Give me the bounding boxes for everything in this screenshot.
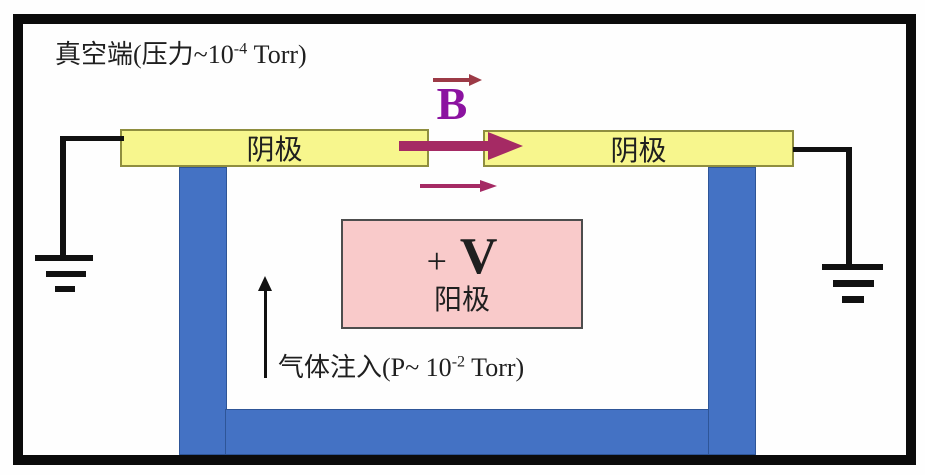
chamber-wall-right <box>708 167 756 455</box>
chamber-wall-bottom <box>225 409 709 455</box>
b-vector-hat-shaft <box>433 78 470 82</box>
gas-injection-label: 气体注入(P~ 10-2 Torr) <box>278 347 524 384</box>
vacuum-label-exponent: -4 <box>233 40 248 58</box>
anode-voltage: +V <box>426 227 498 285</box>
gas-injection-arrowhead-icon <box>258 276 272 291</box>
anode-plus-sign: + <box>426 240 447 281</box>
b-field-arrowhead-icon <box>488 132 523 160</box>
chamber-wall-left <box>179 167 227 455</box>
ground-symbol-left-bar1 <box>35 255 93 261</box>
vacuum-chamber-frame <box>13 14 916 465</box>
vacuum-label-unit: Torr) <box>247 40 307 69</box>
wire-right-horizontal <box>793 147 851 152</box>
ground-symbol-right-bar2 <box>833 280 874 287</box>
ground-symbol-left-bar2 <box>46 271 86 277</box>
wire-right-vertical <box>846 147 852 268</box>
anode-voltage-symbol: V <box>459 227 498 285</box>
cathode-right-label: 阴极 <box>610 135 667 167</box>
vacuum-pressure-label: 真空端(压力~10-4 Torr) <box>55 34 307 71</box>
ground-symbol-right-bar3 <box>842 296 864 303</box>
anode-box: +V 阳极 <box>341 219 583 329</box>
ground-symbol-left-bar3 <box>55 286 75 292</box>
cathode-plate-right: 阴极 <box>483 130 794 167</box>
anode-label: 阳极 <box>433 284 490 316</box>
ground-symbol-right-bar1 <box>822 264 883 270</box>
cathode-left-label: 阴极 <box>246 135 303 166</box>
vacuum-label-text: 真空端(压力~10 <box>55 40 234 69</box>
b-field-label: B <box>436 78 468 129</box>
gas-label-exponent: -2 <box>451 353 466 371</box>
gas-injection-arrow-line <box>264 289 267 378</box>
gas-label-text: 气体注入(P~ 10 <box>278 353 452 382</box>
wire-left-horizontal <box>60 136 124 141</box>
b-field-arrow-shaft <box>399 141 490 151</box>
b-vector-hat-arrowhead-icon <box>469 74 482 86</box>
wire-left-vertical <box>60 136 66 260</box>
gas-label-unit: Torr) <box>465 353 525 382</box>
cathode-plate-left: 阴极 <box>120 129 429 167</box>
field-line-arrowhead-icon <box>480 180 497 192</box>
field-line-arrow-shaft <box>420 184 481 188</box>
